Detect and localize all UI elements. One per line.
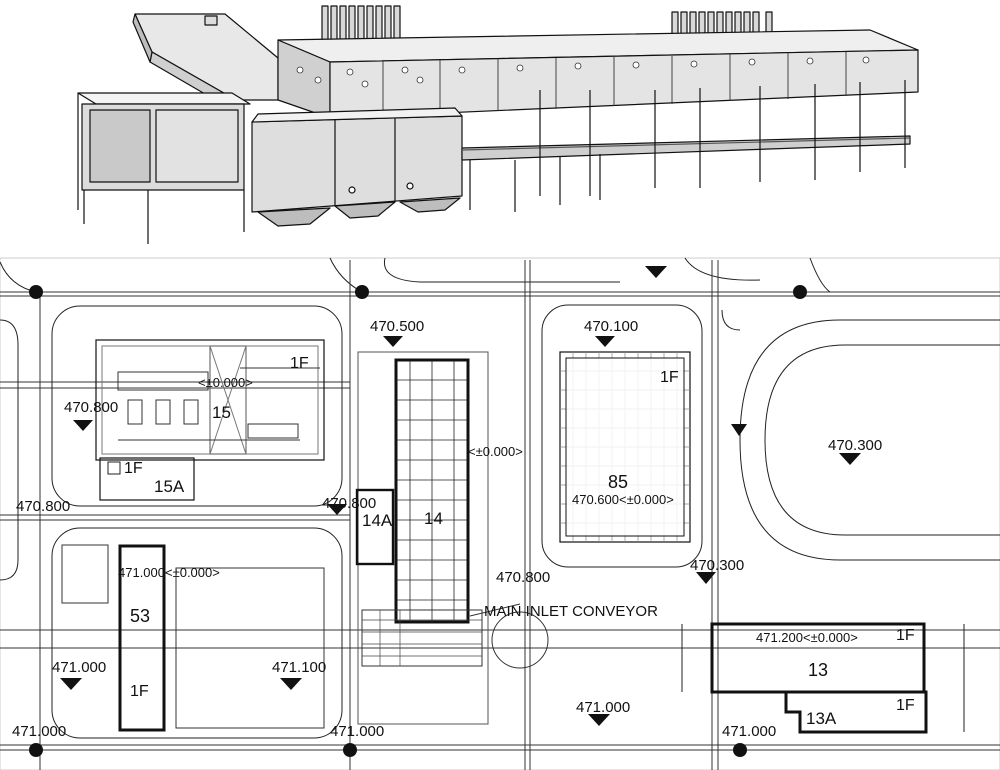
elev-470-300-a: 470.300 bbox=[828, 437, 882, 454]
building-53 bbox=[118, 544, 166, 732]
label-15-note: <±0.000> bbox=[198, 375, 253, 390]
building-14A bbox=[355, 488, 395, 566]
road-left-upper bbox=[51, 305, 343, 507]
elevation-markers bbox=[60, 266, 861, 726]
dryer-3d-rendering bbox=[77, 5, 919, 244]
label-85-elev: 470.600<±0.000> bbox=[572, 492, 674, 507]
elev-471-000-d: 471.000 bbox=[576, 699, 630, 716]
grid-markers bbox=[29, 285, 807, 757]
exhaust-stacks-left bbox=[321, 5, 401, 41]
elev-470-800-c: 470.800 bbox=[16, 498, 70, 515]
left-platform bbox=[77, 92, 251, 244]
label-14-note: <±0.000> bbox=[468, 444, 523, 459]
road-left-lower bbox=[51, 527, 343, 739]
label-15A-floor: 1F bbox=[124, 460, 143, 477]
label-15A: 15A bbox=[154, 477, 185, 496]
elev-471-100: 471.100 bbox=[272, 659, 326, 676]
lower-hoppers bbox=[251, 107, 463, 227]
label-15: 15 bbox=[212, 403, 231, 422]
support-frame bbox=[461, 80, 911, 212]
dryer-body-side bbox=[329, 49, 919, 119]
label-53-floor: 1F bbox=[130, 683, 149, 700]
elev-471-000-c: 471.000 bbox=[330, 723, 384, 740]
label-15-elev: 470.800 bbox=[64, 399, 118, 416]
label-13-floor: 1F bbox=[896, 627, 915, 644]
conveyor-pit bbox=[491, 611, 549, 669]
site-plan bbox=[0, 257, 1000, 770]
building-15 bbox=[95, 339, 325, 461]
label-14-elev: 470.500 bbox=[370, 318, 424, 335]
elev-471-000-b: 471.000 bbox=[12, 723, 66, 740]
building-15A bbox=[99, 457, 195, 501]
road-center bbox=[541, 304, 703, 568]
building-13A bbox=[784, 690, 928, 734]
dryer-ports bbox=[296, 56, 870, 88]
dryer-module-lines bbox=[382, 52, 847, 116]
label-13A-floor: 1F bbox=[896, 697, 915, 714]
label-85: 85 bbox=[608, 472, 628, 492]
elev-471-000-e: 471.000 bbox=[722, 723, 776, 740]
elev-470-800-d: 470.800 bbox=[496, 569, 550, 586]
elev-471-000-a: 471.000 bbox=[52, 659, 106, 676]
label-13: 13 bbox=[808, 660, 828, 680]
building-53-yard bbox=[61, 544, 109, 604]
label-13A: 13A bbox=[806, 709, 837, 728]
dryer-hatching bbox=[396, 360, 468, 622]
plan-frame bbox=[0, 257, 1000, 770]
label-53: 53 bbox=[130, 606, 150, 626]
elev-470-100: 470.100 bbox=[584, 318, 638, 335]
label-14: 14 bbox=[424, 509, 443, 528]
conveyor-label: MAIN INLET CONVEYOR bbox=[484, 603, 658, 620]
label-85-floor: 1F bbox=[660, 369, 679, 386]
plan-labels: 15 1F 470.800 <±0.000> 15A 1F 14 470.500… bbox=[12, 318, 915, 740]
building-53-area bbox=[175, 567, 325, 729]
label-53-elev: 471.000<±0.000> bbox=[118, 565, 220, 580]
label-13-elev: 471.200<±0.000> bbox=[756, 630, 858, 645]
label-14A-elev: 470.800 bbox=[322, 495, 376, 512]
building-15-equipment bbox=[117, 367, 320, 441]
label-14A: 14A bbox=[362, 511, 393, 530]
dryer-base-hatch bbox=[362, 610, 482, 666]
elev-470-300-b: 470.300 bbox=[690, 557, 744, 574]
road-right-loop bbox=[739, 319, 1000, 561]
label-15-floor: 1F bbox=[290, 355, 309, 372]
road-curve-top-left bbox=[0, 261, 37, 293]
